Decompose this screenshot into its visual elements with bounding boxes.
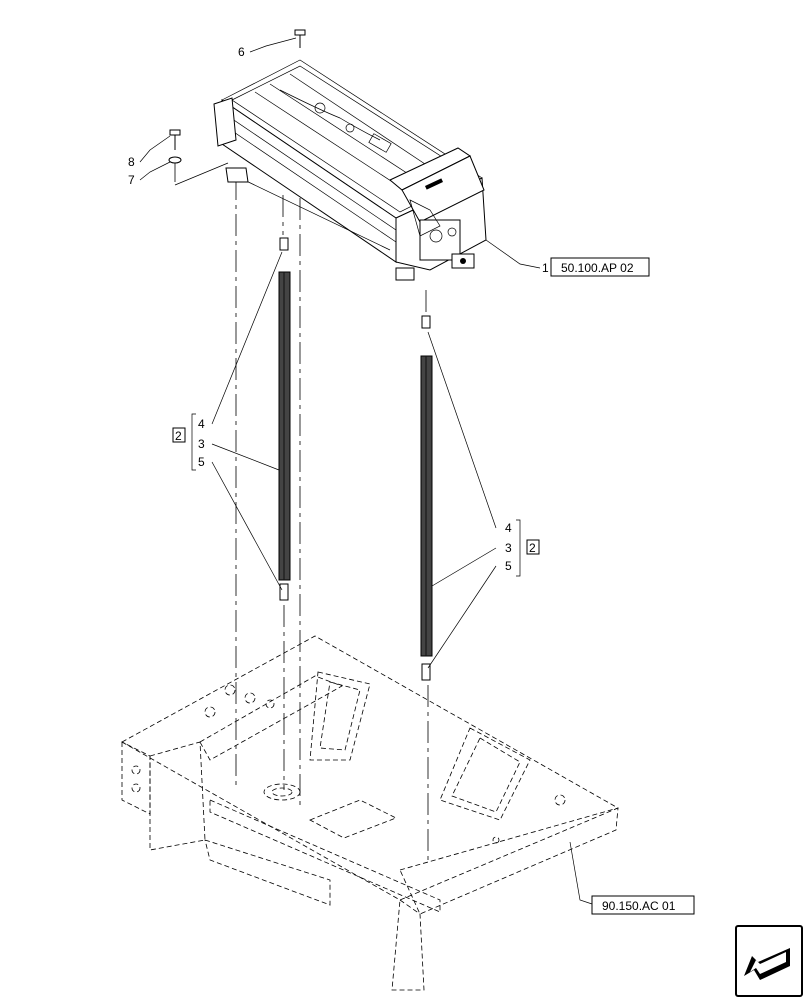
- right-group-box: [526, 539, 540, 555]
- left-hose-assembly: [278, 237, 291, 601]
- alignment-lines: [174, 160, 429, 860]
- right-group-b: 3: [505, 541, 512, 555]
- callout-7: 7: [128, 173, 135, 187]
- screw-6: [294, 29, 306, 48]
- arrow-left-icon[interactable]: [735, 925, 803, 997]
- hvac-unit: [213, 59, 487, 281]
- callout-6: 6: [238, 45, 245, 59]
- right-hose-assembly: [420, 315, 433, 681]
- left-group-num: 2: [175, 429, 182, 443]
- left-group-c: 5: [198, 455, 205, 469]
- ref-frame: 90.150.AC 01: [602, 899, 676, 913]
- callouts: 6 8 7 1 50.100.AP 02 2 4 3 5 4 3 5 2 90.…: [128, 45, 695, 915]
- ref-1: 50.100.AP 02: [561, 261, 634, 275]
- left-group-a: 4: [198, 417, 205, 431]
- right-group-num: 2: [529, 541, 536, 555]
- right-group-c: 5: [505, 559, 512, 573]
- left-group-b: 3: [198, 437, 205, 451]
- left-group-box: [172, 427, 186, 443]
- ref-box-frame: [591, 895, 695, 915]
- cab-frame: [121, 635, 619, 991]
- leader-lines: [139, 37, 593, 905]
- washer-7: [168, 156, 182, 164]
- right-group-a: 4: [505, 521, 512, 535]
- ref-box-1: [550, 257, 650, 277]
- callout-1: 1: [542, 261, 549, 275]
- bolt-8: [169, 129, 181, 150]
- callout-8: 8: [128, 155, 135, 169]
